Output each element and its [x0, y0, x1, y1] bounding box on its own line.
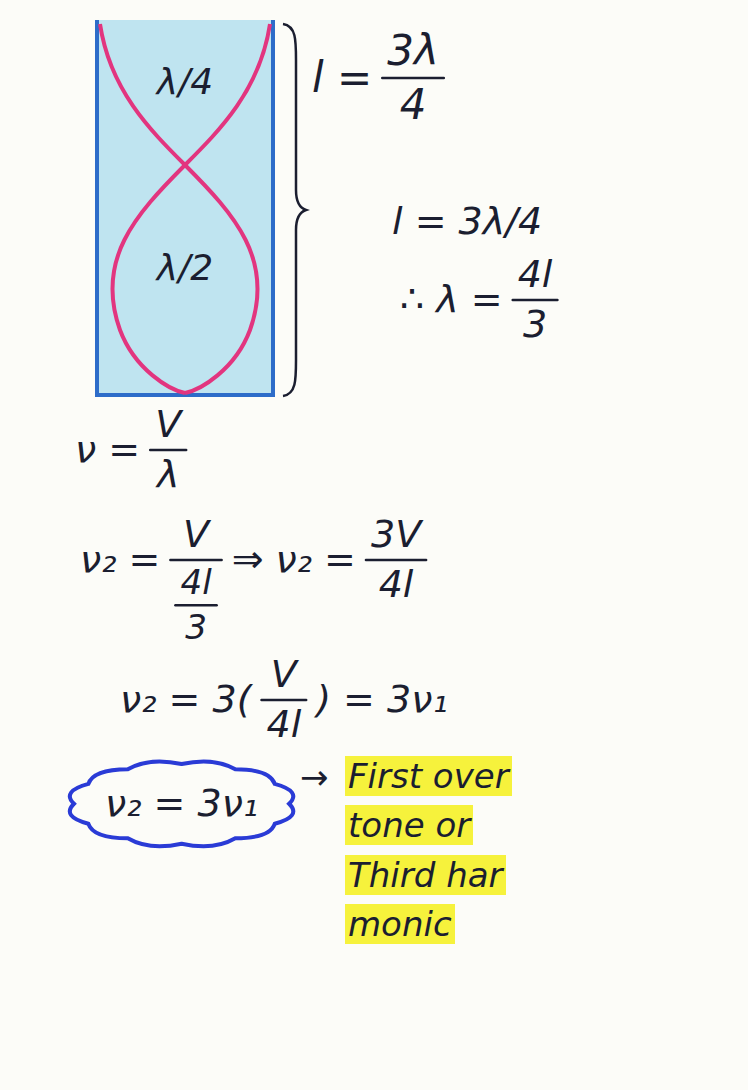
wave-curve [112, 24, 270, 393]
formula-text: ν₂ = 3( [120, 678, 251, 722]
formula-text: V [155, 403, 181, 447]
cloud-bubble: ν₂ = 3ν₁ [70, 760, 293, 848]
fraction-bar [261, 699, 306, 702]
formula-text: l = [312, 54, 372, 102]
formula-text: 3λ [387, 27, 439, 75]
wavelength-label: λ/4 [157, 61, 213, 102]
fraction-bar [170, 559, 221, 562]
closed-pipe: λ/4 λ/2 [95, 20, 275, 395]
formula-text: V [271, 653, 297, 697]
formula-text: l = 3λ/4 [392, 200, 542, 244]
formula-text: ν = [75, 428, 140, 472]
result-formula: ν₂ = 3ν₁ [105, 782, 258, 826]
fraction-bar [175, 604, 216, 607]
formula-text: ) = 3ν₁ [316, 678, 447, 722]
air-column [97, 20, 273, 395]
formula-text: 3 [185, 608, 207, 647]
formula-text: 4 [400, 81, 427, 129]
formula-text: 4l [518, 253, 553, 297]
fraction-bar [150, 449, 186, 452]
highlighted-note: First over tone or Third har monic [345, 756, 512, 944]
formula-text: V [183, 513, 209, 557]
formula-text: ∴ λ = [400, 278, 503, 322]
note-block: First over tone or Third har monic [345, 752, 560, 949]
formula-text: λ [157, 453, 180, 497]
wavelength-label: λ/2 [157, 247, 213, 288]
formula-text: 3 [523, 303, 547, 347]
arrow-symbol: → [300, 758, 329, 797]
tube-wall [97, 20, 273, 395]
fraction-bar [382, 77, 444, 80]
formula-text: 3V [371, 513, 421, 557]
fraction-bar [366, 559, 426, 562]
formula-text: 4l [379, 563, 414, 607]
formula-text: 4l [180, 563, 211, 602]
brace [283, 24, 306, 396]
formula-text: 4l [266, 703, 301, 747]
formula-text: ⇒ ν₂ = [232, 538, 356, 582]
formula-text: ν₂ = [80, 538, 160, 582]
fraction-bar [513, 299, 558, 302]
cloud-outline [70, 761, 293, 846]
